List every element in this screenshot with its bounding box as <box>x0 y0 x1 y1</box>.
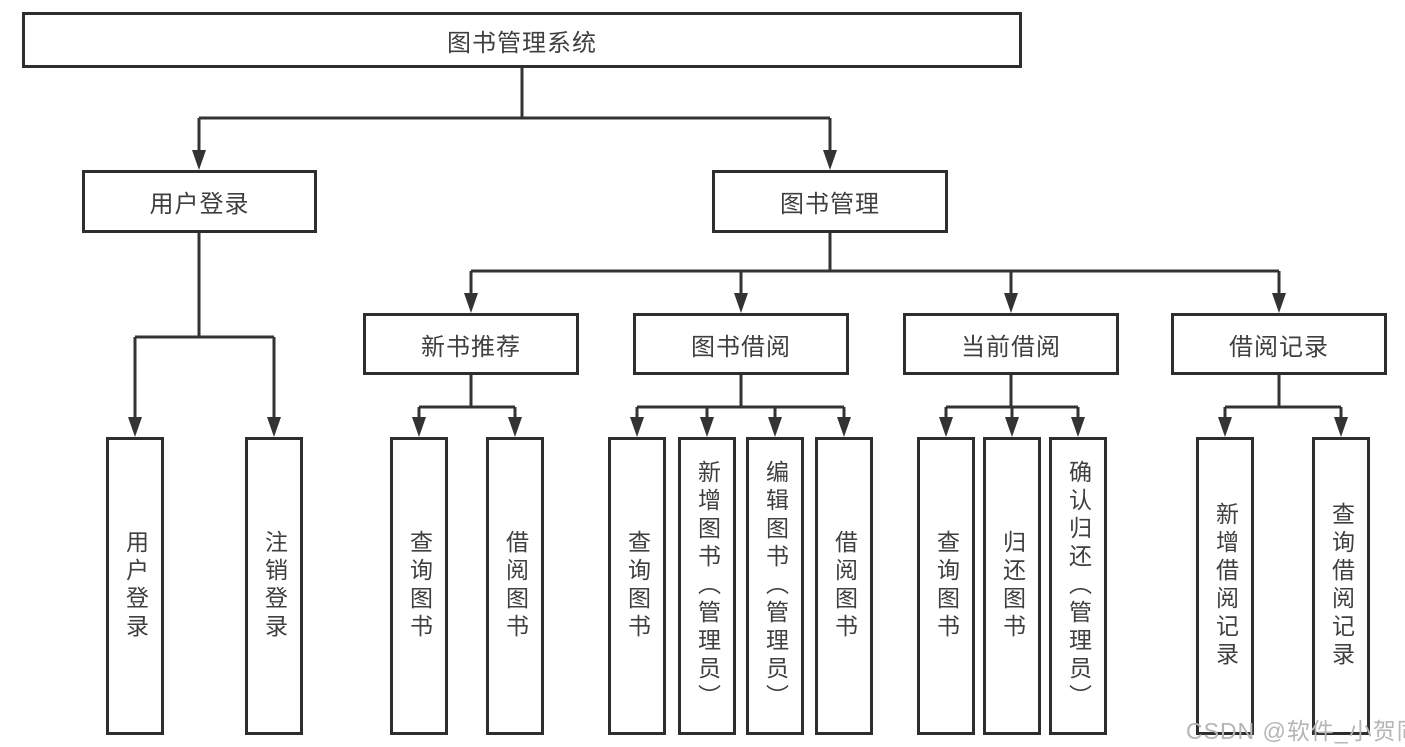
leaf-label: 查询图书 <box>933 530 960 642</box>
leaf-query-books-current: 查询图书 <box>917 437 975 735</box>
node-current-borrow: 当前借阅 <box>903 313 1119 375</box>
node-borrow-records: 借阅记录 <box>1171 313 1387 375</box>
leaf-edit-book-admin: 编辑图书（管理员） <box>746 437 804 735</box>
leaf-add-book-admin: 新增图书（管理员） <box>678 437 736 735</box>
leaf-label: 确认归还（管理员） <box>1065 460 1092 712</box>
leaf-label: 新增借阅记录 <box>1212 502 1239 670</box>
node-new-book-recommend: 新书推荐 <box>363 313 579 375</box>
leaf-logout: 注销登录 <box>245 437 303 735</box>
leaf-user-login: 用户登录 <box>106 437 164 735</box>
leaf-label: 归还图书 <box>999 530 1026 642</box>
leaf-borrow-books-recommend: 借阅图书 <box>486 437 544 735</box>
leaf-label: 借阅图书 <box>831 530 858 642</box>
leaf-query-books-borrow: 查询图书 <box>608 437 666 735</box>
node-book-borrow: 图书借阅 <box>633 313 849 375</box>
watermark-text: CSDN @软件_小贺同学 <box>1186 718 1405 744</box>
leaf-label: 借阅图书 <box>502 530 529 642</box>
node-system-root: 图书管理系统 <box>22 12 1022 68</box>
leaf-label: 新增图书（管理员） <box>694 460 721 712</box>
leaf-query-books-recommend: 查询图书 <box>390 437 448 735</box>
node-book-management: 图书管理 <box>712 170 948 233</box>
leaf-label: 注销登录 <box>261 530 288 642</box>
node-user-login: 用户登录 <box>82 170 317 233</box>
leaf-return-book: 归还图书 <box>983 437 1041 735</box>
leaf-label: 编辑图书（管理员） <box>762 460 789 712</box>
leaf-confirm-return-admin: 确认归还（管理员） <box>1049 437 1107 735</box>
leaf-label: 查询图书 <box>406 530 433 642</box>
arrowhead-icons <box>128 150 1348 437</box>
leaf-borrow-books: 借阅图书 <box>815 437 873 735</box>
leaf-label: 查询借阅记录 <box>1328 502 1355 670</box>
leaf-add-borrow-record: 新增借阅记录 <box>1196 437 1254 735</box>
leaf-query-borrow-record: 查询借阅记录 <box>1312 437 1370 735</box>
leaf-label: 查询图书 <box>624 530 651 642</box>
leaf-label: 用户登录 <box>122 530 149 642</box>
